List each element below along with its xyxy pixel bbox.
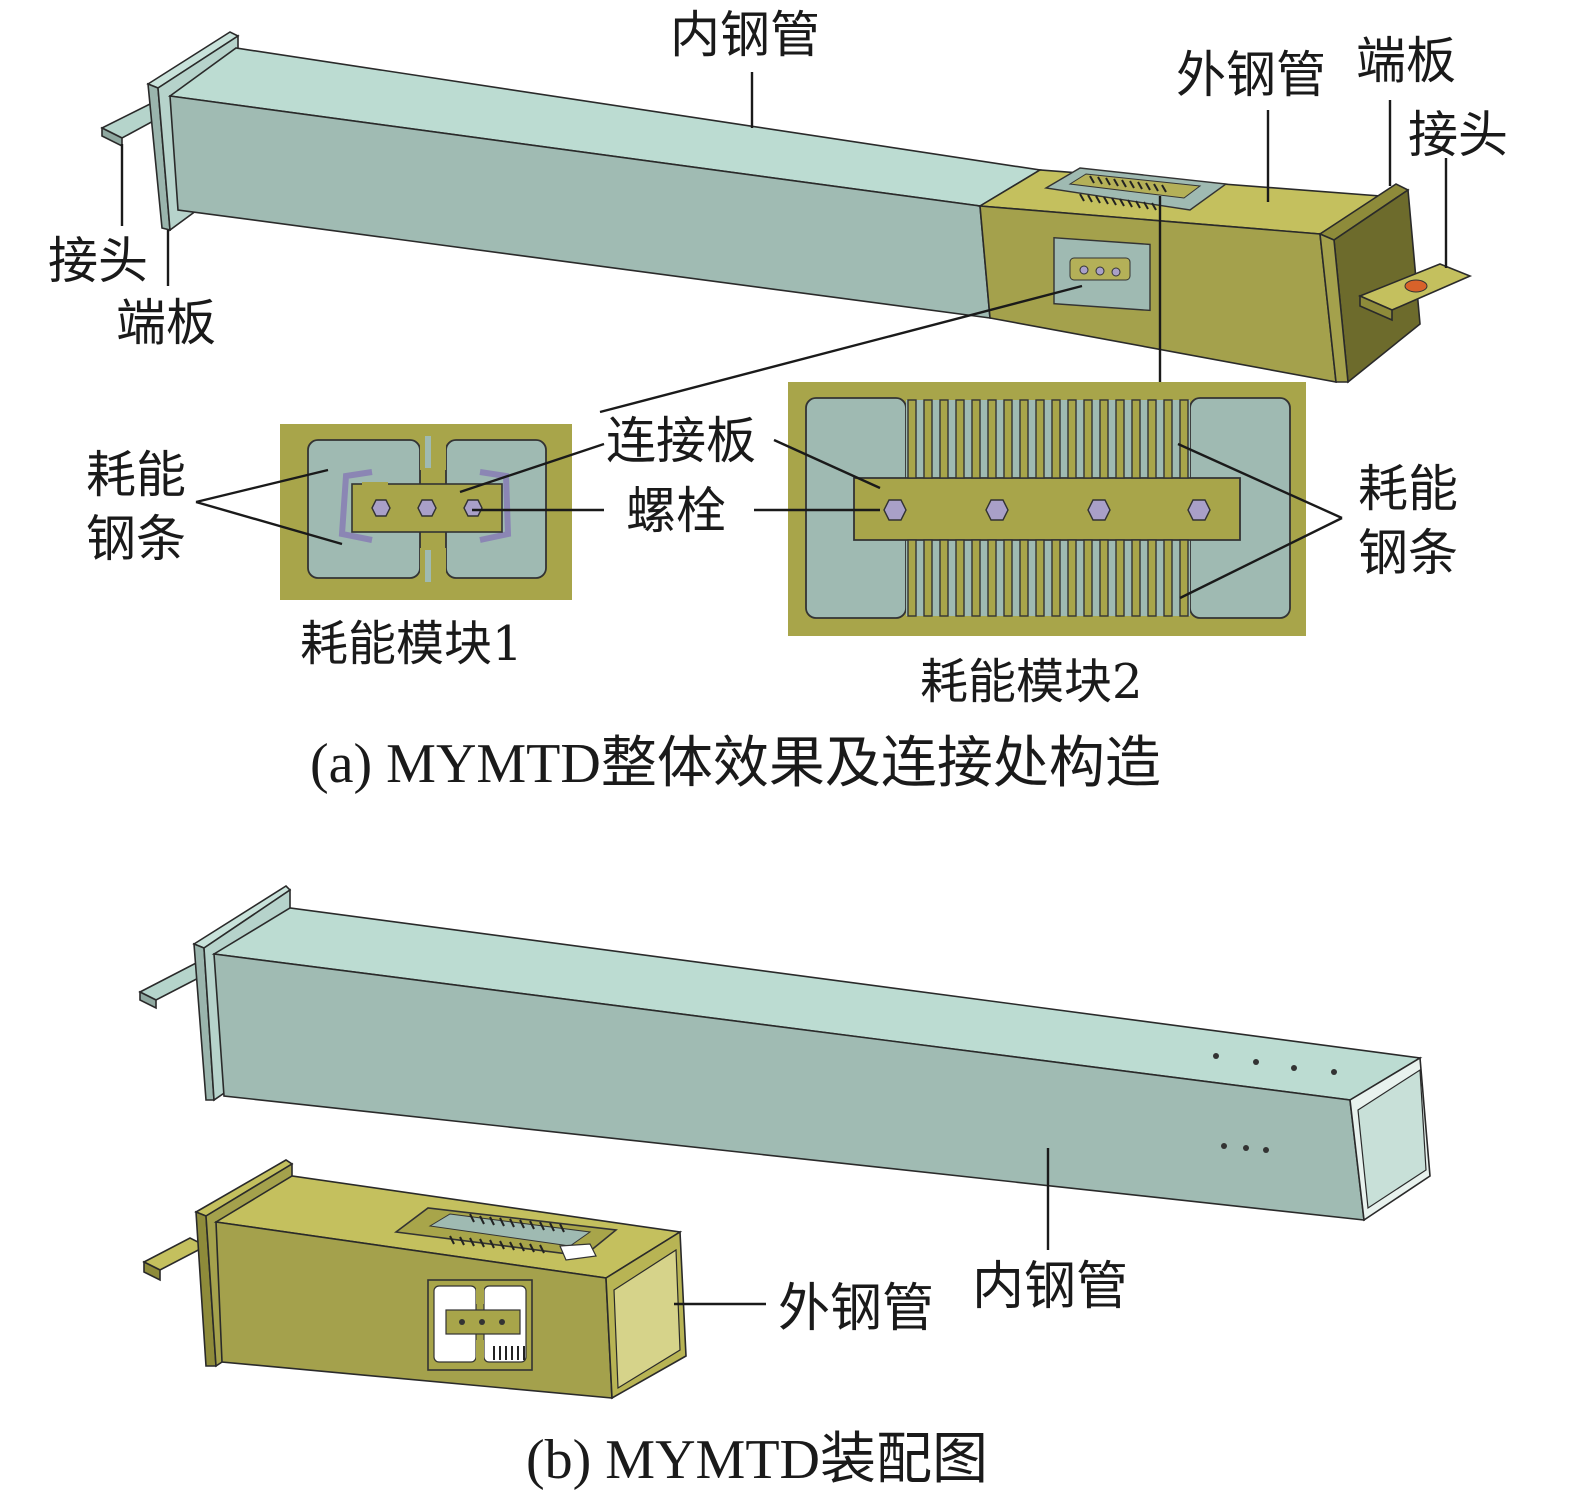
assembly-b: 外钢管 内钢管 (b) MYMTD装配图: [138, 884, 1431, 1491]
label-strip-left-2: 钢条: [86, 510, 186, 568]
bolt-icon: [463, 499, 483, 517]
caption-a: (a) MYMTD整体效果及连接处构造: [310, 733, 1161, 795]
label-outer-tube-b: 外钢管: [778, 1279, 934, 1339]
label-inner-tube-b: 内钢管: [972, 1257, 1128, 1317]
module-2-detail: [788, 382, 1306, 636]
top-module-small: [1043, 167, 1228, 211]
bolt-icon: [1187, 499, 1211, 521]
label-end-plate-left: 端板: [116, 294, 216, 352]
joint-hole: [1404, 279, 1428, 293]
label-outer-tube: 外钢管: [1176, 46, 1326, 104]
label-bolt: 螺栓: [626, 482, 726, 540]
label-inner-tube: 内钢管: [670, 6, 820, 64]
label-connecting-plate: 连接板: [606, 412, 756, 470]
bolt-icon: [417, 499, 437, 517]
label-module-2: 耗能模块2: [920, 654, 1143, 710]
outer-tube-joint-plate: [142, 1237, 208, 1271]
label-joint-left: 接头: [48, 232, 148, 290]
bolt-icon: [371, 499, 391, 517]
side-module-small: [1053, 236, 1151, 312]
label-strip-right-1: 耗能: [1358, 460, 1458, 518]
label-joint-right: 接头: [1408, 106, 1508, 164]
label-end-plate-right: 端板: [1356, 32, 1456, 90]
bolt-icon: [883, 499, 907, 521]
label-strip-left-1: 耗能: [86, 446, 186, 504]
assembly-a: 内钢管 外钢管 端板 接头 接头 端板 连接板 螺栓 耗能 钢条 耗能 钢条 耗…: [48, 6, 1508, 795]
bolt-icon: [1087, 499, 1111, 521]
outer-tube-side: [979, 205, 1337, 383]
label-strip-right-2: 钢条: [1358, 524, 1458, 582]
caption-b: (b) MYMTD装配图: [526, 1429, 988, 1491]
module-1-detail: [280, 424, 572, 600]
label-module-1: 耗能模块1: [300, 616, 523, 672]
bolt-icon: [985, 499, 1009, 521]
